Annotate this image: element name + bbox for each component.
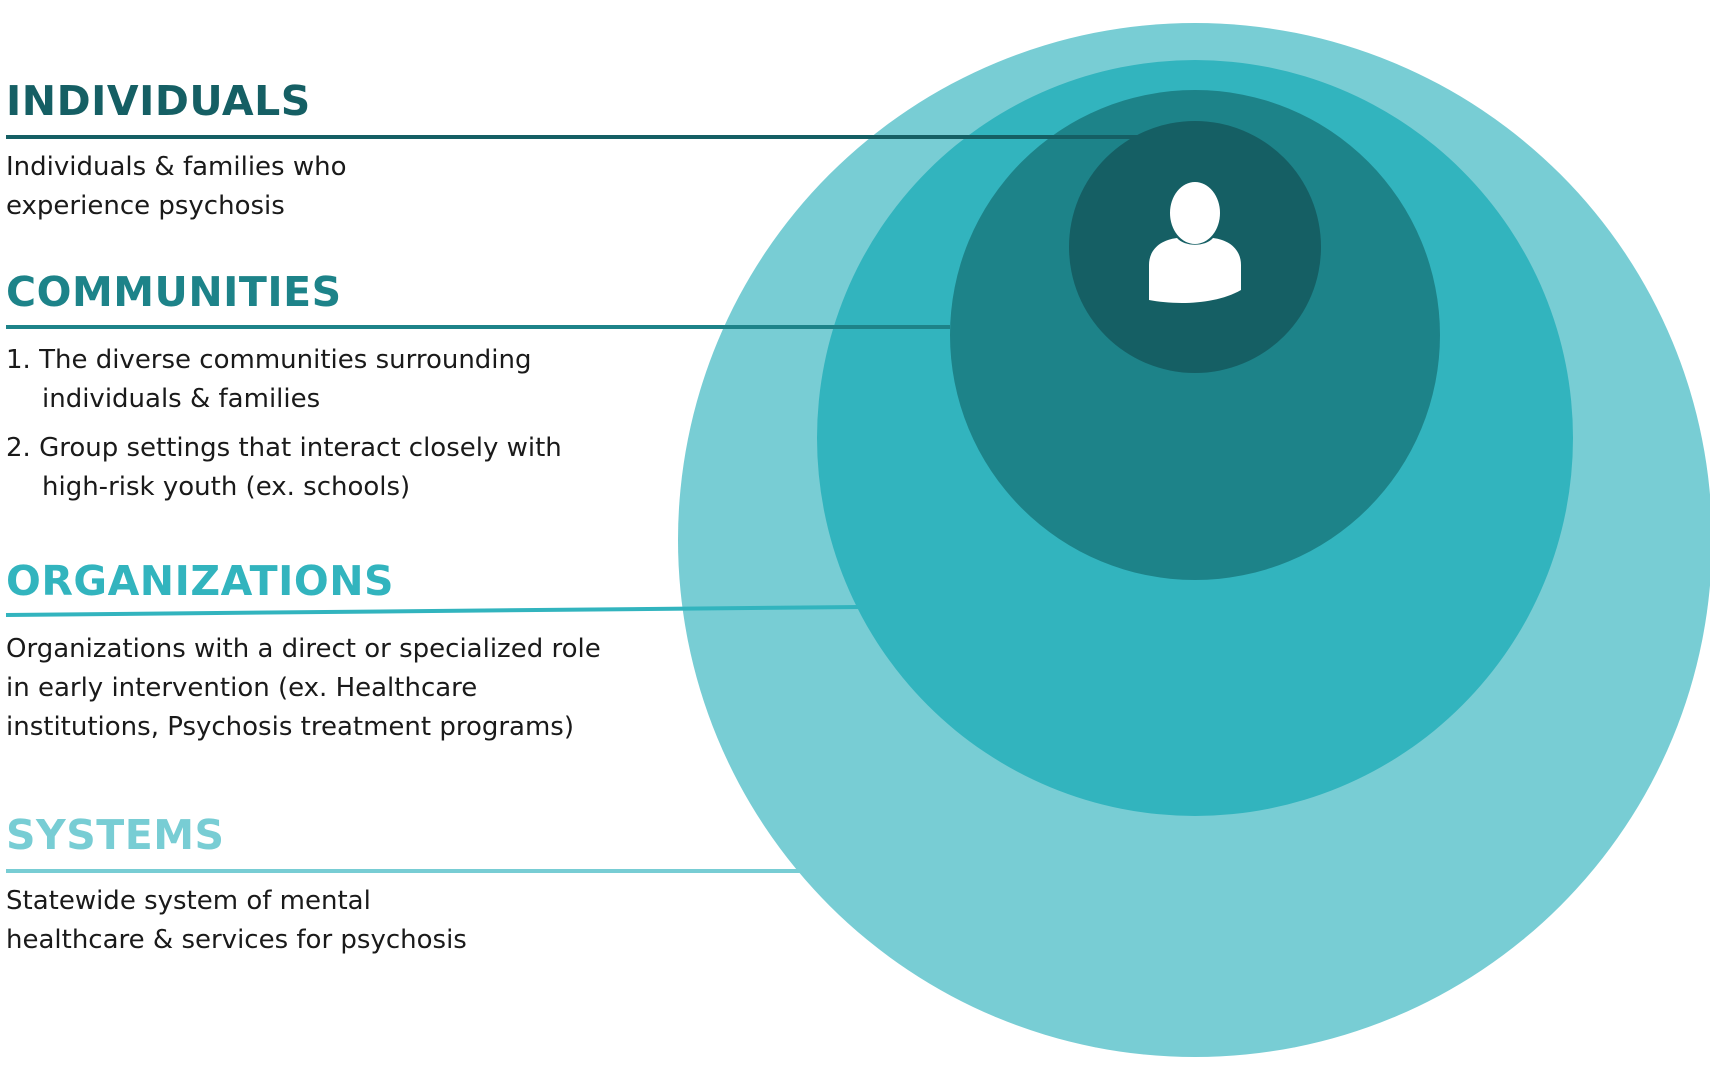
individuals-heading: INDIVIDUALS <box>6 77 311 125</box>
list-text: The diverse communities surrounding <box>39 345 532 375</box>
list-number: 2. <box>6 433 31 463</box>
communities-heading: COMMUNITIES <box>6 268 342 316</box>
organizations-leader-line <box>5 605 861 617</box>
list-text-continued: individuals & families <box>42 384 321 414</box>
person-icon <box>1149 182 1241 303</box>
description-line: experience psychosis <box>6 191 285 221</box>
individuals-description: Individuals & families who experience ps… <box>6 148 347 226</box>
list-item: 1. The diverse communities surrounding i… <box>6 341 562 419</box>
description-line: healthcare & services for psychosis <box>6 925 467 955</box>
list-text-continued: high-risk youth (ex. schools) <box>42 472 411 502</box>
list-text: Group settings that interact closely wit… <box>39 433 562 463</box>
list-number: 1. <box>6 345 31 375</box>
description-line: institutions, Psychosis treatment progra… <box>6 712 575 742</box>
description-line: Individuals & families who <box>6 152 347 182</box>
organizations-heading: ORGANIZATIONS <box>6 557 395 605</box>
communities-description: 1. The diverse communities surrounding i… <box>6 341 562 507</box>
list-item: 2. Group settings that interact closely … <box>6 429 562 507</box>
organizations-description: Organizations with a direct or specializ… <box>6 630 601 747</box>
description-line: Statewide system of mental <box>6 886 371 916</box>
systems-description: Statewide system of mental healthcare & … <box>6 882 467 960</box>
description-line: Organizations with a direct or specializ… <box>6 634 601 664</box>
systems-heading: SYSTEMS <box>6 811 225 859</box>
description-line: in early intervention (ex. Healthcare <box>6 673 478 703</box>
